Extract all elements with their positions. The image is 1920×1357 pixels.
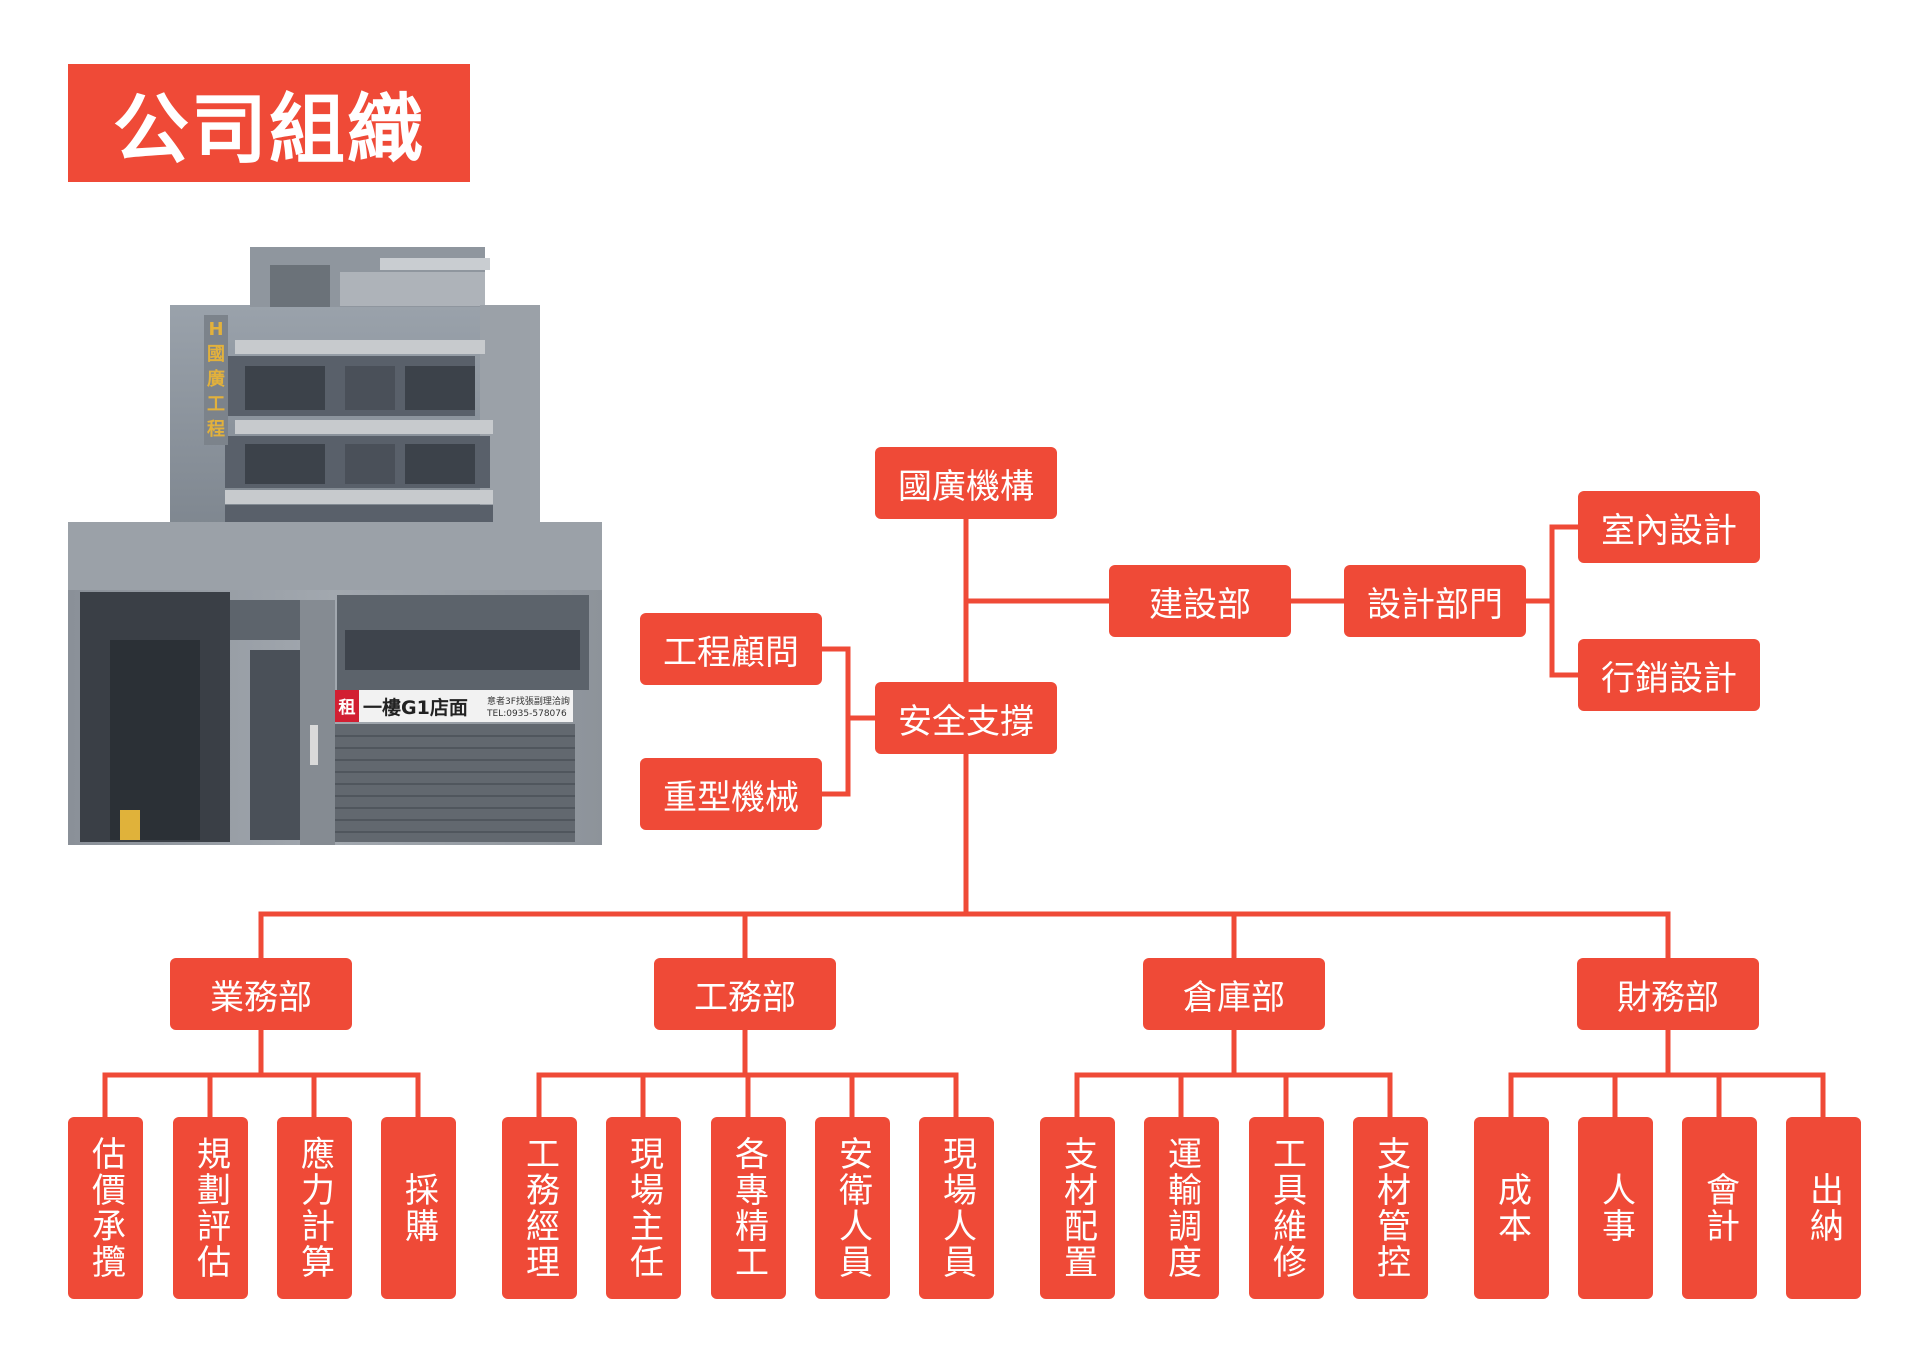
node-advisor-machinery: 重型機械 xyxy=(640,758,822,830)
node-design-marketing: 行銷設計 xyxy=(1578,639,1760,711)
unit-sales-2: 規劃評估 xyxy=(173,1117,248,1299)
node-root: 國廣機構 xyxy=(875,447,1057,519)
dept-warehouse: 倉庫部 xyxy=(1143,958,1325,1030)
dept-sales: 業務部 xyxy=(170,958,352,1030)
unit-fin-3: 會計 xyxy=(1682,1117,1757,1299)
node-design: 設計部門 xyxy=(1344,565,1526,637)
unit-sales-3: 應力計算 xyxy=(277,1117,352,1299)
dept-engineering: 工務部 xyxy=(654,958,836,1030)
unit-eng-3: 各專精工 xyxy=(711,1117,786,1299)
unit-wh-3: 工具維修 xyxy=(1249,1117,1324,1299)
node-safety: 安全支撐 xyxy=(875,682,1057,754)
unit-eng-2: 現場主任 xyxy=(606,1117,681,1299)
unit-eng-4: 安衛人員 xyxy=(815,1117,890,1299)
unit-eng-1: 工務經理 xyxy=(502,1117,577,1299)
unit-sales-1: 估價承攬 xyxy=(68,1117,143,1299)
node-construction: 建設部 xyxy=(1109,565,1291,637)
unit-eng-5: 現場人員 xyxy=(919,1117,994,1299)
node-design-interior: 室內設計 xyxy=(1578,491,1760,563)
unit-fin-4: 出納 xyxy=(1786,1117,1861,1299)
node-advisor-engineering: 工程顧問 xyxy=(640,613,822,685)
dept-finance: 財務部 xyxy=(1577,958,1759,1030)
unit-wh-2: 運輸調度 xyxy=(1144,1117,1219,1299)
unit-sales-4: 採購 xyxy=(381,1117,456,1299)
unit-wh-1: 支材配置 xyxy=(1040,1117,1115,1299)
unit-fin-2: 人事 xyxy=(1578,1117,1653,1299)
unit-wh-4: 支材管控 xyxy=(1353,1117,1428,1299)
unit-fin-1: 成本 xyxy=(1474,1117,1549,1299)
